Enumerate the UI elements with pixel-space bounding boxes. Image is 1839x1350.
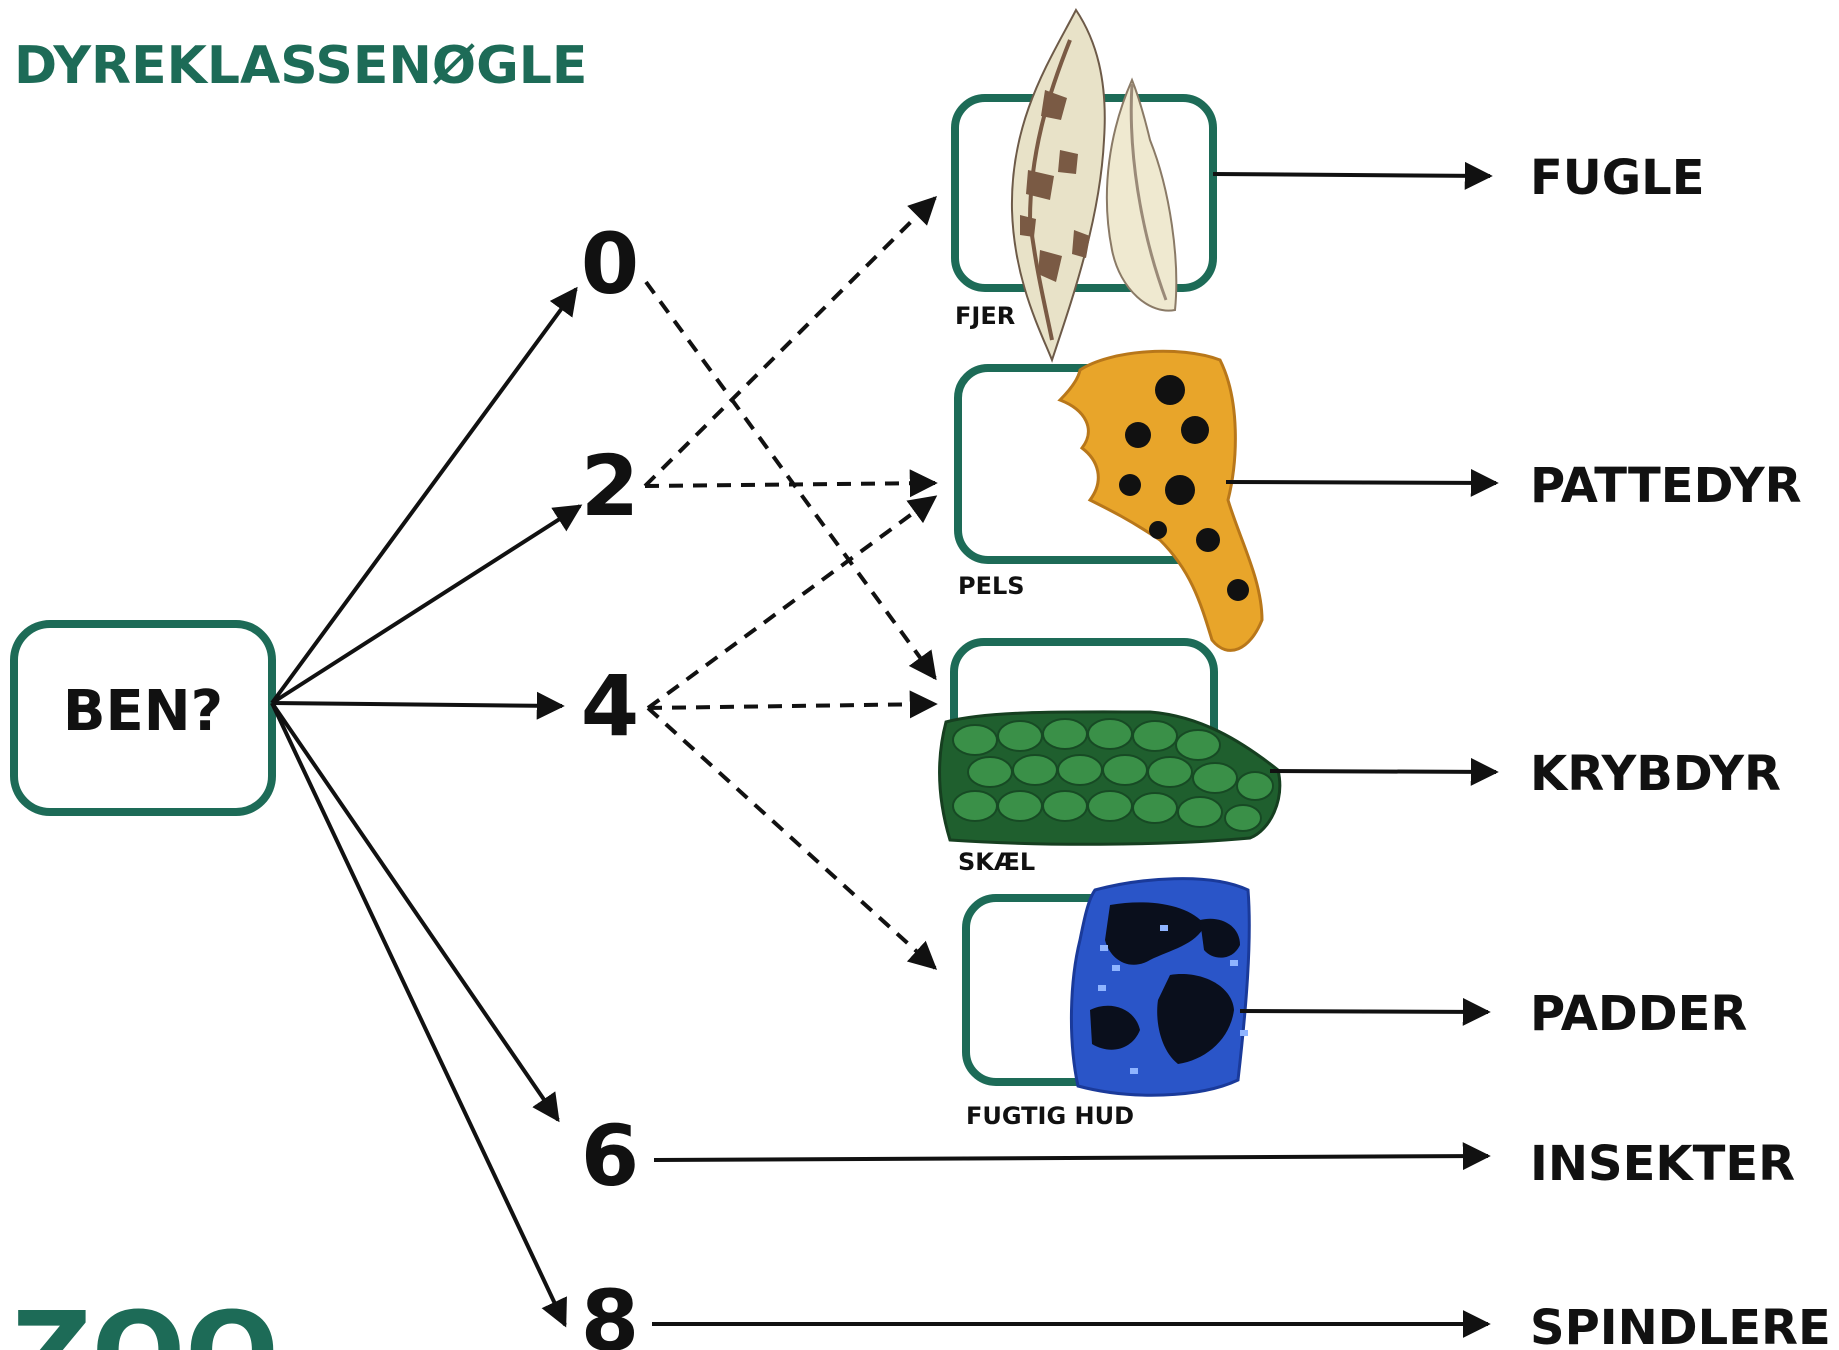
class-label-insekter: INSEKTER	[1530, 1136, 1795, 1192]
arrow-feathers-to-fugle	[1212, 161, 1493, 190]
dashed-arrow-2-to-feathers	[643, 196, 937, 488]
arrow-ben-to-2	[270, 504, 583, 705]
zoo-logo-text: ZOO	[12, 1288, 279, 1350]
class-label-krybdyr: KRYBDYR	[1530, 746, 1781, 802]
class-label-padder: PADDER	[1530, 986, 1747, 1042]
class-arrows	[652, 161, 1499, 1338]
leg-count-8: 8	[581, 1272, 639, 1350]
leg-count-4: 4	[581, 657, 639, 755]
arrow-ben-to-0	[270, 286, 578, 705]
start-node-label: BEN?	[63, 679, 223, 744]
covering-moist-skin: FUGTIG HUD	[962, 877, 1251, 1130]
arrow-6-to-insekter	[653, 1142, 1491, 1171]
scales-icon	[938, 710, 1282, 846]
arrow-ben-to-8	[270, 702, 567, 1328]
arrow-scales-to-krybdyr	[1269, 757, 1499, 786]
fur-icon	[1057, 349, 1264, 652]
dashed-arrow-0-to-scales	[644, 280, 937, 681]
dashed-arrow-4-to-scales	[647, 690, 938, 719]
covering-scales: SKÆL	[938, 638, 1282, 876]
leg-count-2-visible: 2	[581, 437, 639, 535]
covering-label-moist-skin: FUGTIG HUD	[966, 1102, 1134, 1130]
page-title: DYREKLASSENØGLE	[14, 36, 588, 96]
dashed-arrow-4-to-fur	[646, 495, 938, 710]
class-label-pattedyr: PATTEDYR	[1530, 458, 1802, 514]
arrow-moist-skin-to-padder	[1239, 997, 1491, 1026]
covering-label-fur: PELS	[958, 572, 1025, 600]
arrow-fur-to-pattedyr	[1225, 468, 1499, 497]
arrow-ben-to-6	[270, 701, 560, 1123]
class-label-spindlere: SPINDLERE	[1530, 1300, 1831, 1350]
covering-label-feathers: FJER	[955, 302, 1015, 330]
moist-skin-icon	[1069, 877, 1251, 1097]
start-node: BEN?	[10, 620, 276, 816]
leg-count-6: 6	[581, 1107, 639, 1205]
dashed-arrow-4-to-moist-skin	[646, 706, 938, 970]
covering-label-scales: SKÆL	[958, 848, 1035, 876]
dashed-arrow-2-to-fur	[644, 469, 938, 498]
covering-arrows	[643, 196, 938, 970]
covering-feathers: FJER	[951, 8, 1217, 363]
leg-arrows	[270, 286, 583, 1328]
leg-count-0: 0	[581, 215, 639, 313]
feather-icon	[1010, 8, 1178, 363]
covering-fur: PELS	[954, 349, 1264, 652]
arrow-ben-to-4	[271, 691, 565, 720]
class-label-fugle: FUGLE	[1530, 150, 1705, 206]
